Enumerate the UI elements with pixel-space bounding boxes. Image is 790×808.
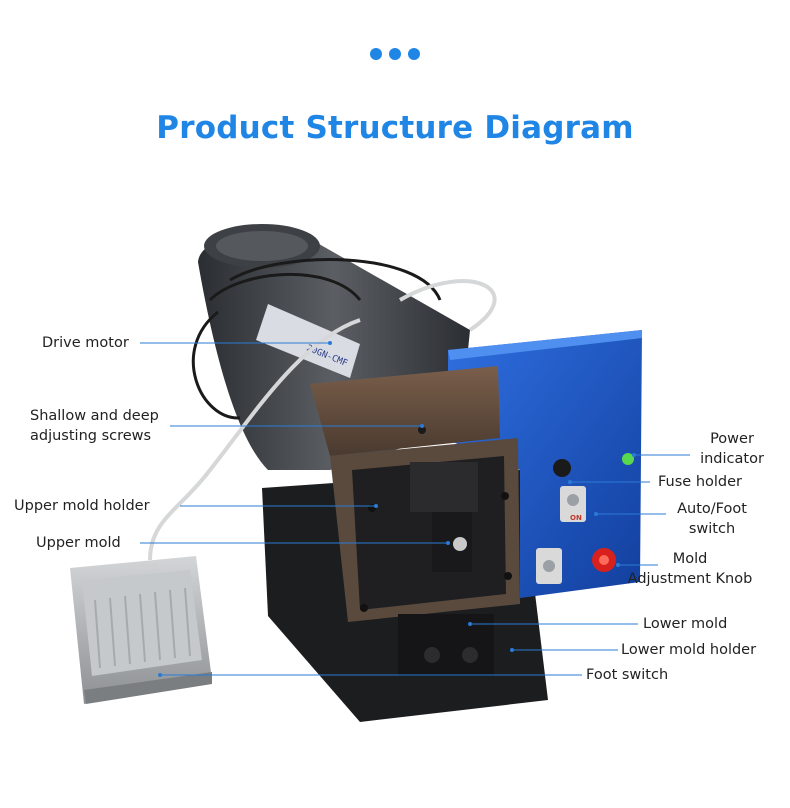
label-lower-mold-holder: Lower mold holder (621, 642, 757, 658)
label-upper-mold-holder: Upper mold holder (14, 498, 150, 514)
power-indicator-light (622, 453, 634, 465)
lower-mold (398, 614, 494, 676)
pedal-cable (148, 279, 497, 561)
header-dots (0, 48, 790, 60)
label-power-indicator-line1: Power (710, 431, 754, 447)
dot-icon (389, 48, 401, 60)
dot-icon (370, 48, 382, 60)
toggle-on-label: ON (570, 514, 582, 522)
leader-lines (140, 342, 690, 676)
label-upper-mold: Upper mold (36, 535, 121, 551)
label-power-indicator-line2: indicator (700, 451, 764, 467)
label-adjusting-screws-line1: Shallow and deep (30, 408, 159, 424)
label-drive-motor: Drive motor (42, 335, 129, 351)
label-lower-mold: Lower mold (643, 616, 728, 632)
label-mold-knob-line2: Adjustment Knob (627, 571, 753, 587)
label-mold-knob-line1: Mold (672, 551, 708, 567)
leader-dots (158, 341, 636, 677)
upper-mold-holder (410, 462, 478, 512)
page-title: Product Structure Diagram (156, 110, 634, 146)
label-adjusting-screws-line2: adjusting screws (30, 428, 152, 444)
dot-icon (408, 48, 420, 60)
label-fuse-holder: Fuse holder (658, 474, 742, 490)
foot-switch-pedal (70, 556, 212, 704)
label-auto-foot-switch-line1: Auto/Foot (677, 501, 747, 517)
label-foot-switch: Foot switch (586, 667, 669, 683)
label-auto-foot-switch-line2: switch (688, 521, 736, 537)
mold-block (310, 366, 520, 676)
power-cable (191, 258, 442, 420)
fuse-holder-cap (553, 459, 571, 477)
